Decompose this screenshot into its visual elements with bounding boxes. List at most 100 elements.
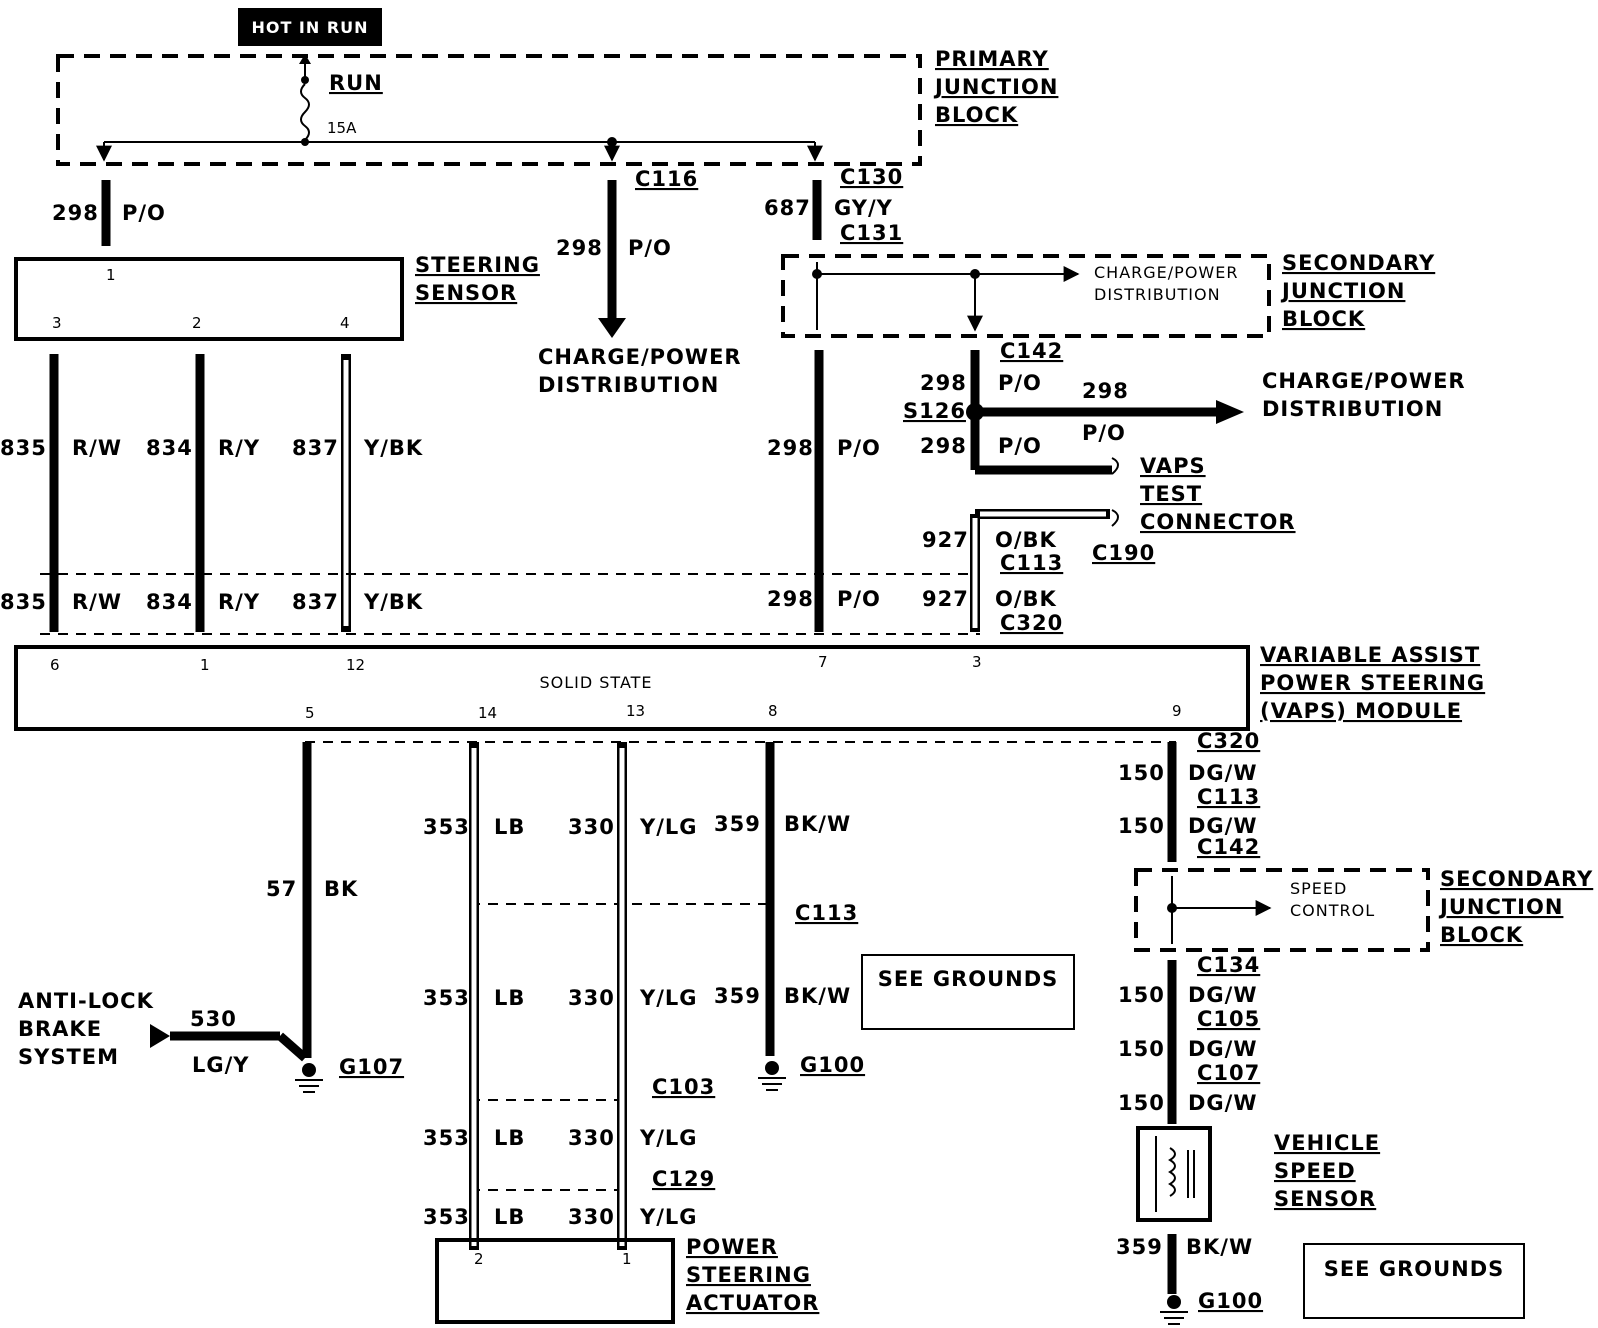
svg-text:C129: C129 <box>652 1167 715 1191</box>
vaps-module: 6 1 12 7 3 SOLID STATE 5 14 13 8 9 VARIA… <box>14 643 1485 731</box>
abs-label-1: ANTI-LOCK <box>18 989 154 1013</box>
svg-text:DISTRIBUTION: DISTRIBUTION <box>1262 397 1443 421</box>
svg-text:O/BK: O/BK <box>995 528 1057 552</box>
svg-text:C116: C116 <box>635 167 698 191</box>
svg-text:7: 7 <box>818 653 828 671</box>
svg-text:C142: C142 <box>1000 339 1063 363</box>
svg-text:687: 687 <box>764 196 811 220</box>
svg-text:298: 298 <box>1082 379 1129 403</box>
wire-359-ground: 359 BK/W C113 359 BK/W G100 <box>714 742 864 1091</box>
vss-label-3: SENSOR <box>1274 1187 1376 1211</box>
wire-298-vaps-pin7: 298 P/O 298 P/O <box>767 350 881 632</box>
svg-text:9: 9 <box>1172 702 1182 720</box>
svg-text:359: 359 <box>714 812 761 836</box>
svg-text:5: 5 <box>305 704 315 722</box>
svg-text:Y/BK: Y/BK <box>363 436 423 460</box>
svg-text:298: 298 <box>767 587 814 611</box>
svg-text:CONNECTOR: CONNECTOR <box>1140 510 1296 534</box>
svg-text:12: 12 <box>346 656 365 674</box>
svg-text:14: 14 <box>478 704 497 722</box>
svg-text:BK/W: BK/W <box>784 812 851 836</box>
secondary-junction-block-bottom: SPEED CONTROL SECONDARY JUNCTION BLOCK <box>1134 867 1593 952</box>
g100-ground-b: G100 <box>1198 1289 1263 1313</box>
vss-label-2: SPEED <box>1274 1159 1356 1183</box>
svg-text:C190: C190 <box>1092 541 1155 565</box>
svg-text:GY/Y: GY/Y <box>834 196 893 220</box>
svg-text:353: 353 <box>423 986 470 1010</box>
wire-330: 330 Y/LG 330 Y/LG 330 Y/LG 330 Y/LG C103… <box>568 742 715 1250</box>
svg-text:DG/W: DG/W <box>1188 1037 1258 1061</box>
vaps-label-2: POWER STEERING <box>1260 671 1485 695</box>
svg-text:BK/W: BK/W <box>784 984 851 1008</box>
g107-ground: G107 <box>339 1055 404 1079</box>
primary-junction-block: RUN 15A PRIMARY JUNCTION BLOCK <box>56 47 1058 166</box>
vaps-test-connector: VAPS TEST CONNECTOR C190 927 O/BK C113 9… <box>922 454 1296 635</box>
svg-text:298: 298 <box>767 436 814 460</box>
svg-text:13: 13 <box>626 702 645 720</box>
svg-text:2: 2 <box>192 314 202 332</box>
svg-text:P/O: P/O <box>837 436 881 460</box>
svg-text:150: 150 <box>1118 814 1165 838</box>
svg-text:P/O: P/O <box>998 371 1042 395</box>
svg-text:O/BK: O/BK <box>995 587 1057 611</box>
power-steering-actuator: 2 1 POWER STEERING ACTUATOR <box>435 1235 818 1324</box>
svg-text:298: 298 <box>556 236 603 260</box>
svg-text:R/W: R/W <box>72 590 122 614</box>
actuator-label-2: STEERING <box>686 1263 811 1287</box>
svg-text:SPEED: SPEED <box>1290 879 1347 898</box>
wire-298-charge-power-center: C116 298 P/O CHARGE/POWER DISTRIBUTION <box>538 167 741 397</box>
svg-text:330: 330 <box>568 1205 615 1229</box>
svg-text:C113: C113 <box>1000 551 1063 575</box>
steering-sensor-label-1: STEERING <box>415 253 540 277</box>
actuator-label-1: POWER <box>686 1235 778 1259</box>
vaps-label-1: VARIABLE ASSIST <box>1260 643 1480 667</box>
svg-text:8: 8 <box>768 702 778 720</box>
svg-text:LB: LB <box>494 1205 525 1229</box>
vaps-label-3: (VAPS) MODULE <box>1260 699 1462 723</box>
secondary-jb-bottom-label-1: SECONDARY <box>1440 867 1593 891</box>
svg-text:BK/W: BK/W <box>1186 1235 1253 1259</box>
hot-in-run-badge: HOT IN RUN <box>238 8 382 46</box>
wire-298-steering-sensor: 298 P/O <box>52 180 166 246</box>
svg-text:330: 330 <box>568 986 615 1010</box>
svg-text:927: 927 <box>922 528 969 552</box>
svg-text:C113: C113 <box>795 901 858 925</box>
svg-text:C134: C134 <box>1197 953 1260 977</box>
run-label: RUN <box>329 71 383 95</box>
svg-text:Y/LG: Y/LG <box>639 1205 698 1229</box>
secondary-jb-top-label-3: BLOCK <box>1282 307 1365 331</box>
wire-298-s126-branch: C142 298 P/O S126 298 P/O 298 P/O CHARGE… <box>903 339 1465 475</box>
svg-text:530: 530 <box>190 1007 237 1031</box>
svg-text:57: 57 <box>266 877 297 901</box>
svg-text:1: 1 <box>106 266 116 284</box>
svg-text:Y/LG: Y/LG <box>639 986 698 1010</box>
see-grounds-box-1: SEE GROUNDS <box>861 954 1075 1030</box>
svg-text:927: 927 <box>922 587 969 611</box>
wire-150: C320 150 DG/W C113 150 DG/W C142 C134 15… <box>1118 729 1260 1124</box>
svg-text:835: 835 <box>0 590 47 614</box>
svg-text:C113: C113 <box>1197 785 1260 809</box>
svg-text:P/O: P/O <box>628 236 672 260</box>
svg-text:C105: C105 <box>1197 1007 1260 1031</box>
svg-text:C320: C320 <box>1197 729 1260 753</box>
svg-text:LG/Y: LG/Y <box>192 1053 250 1077</box>
svg-text:C131: C131 <box>840 221 903 245</box>
wire-353: 353 LB 353 LB 353 LB 353 LB <box>423 742 525 1250</box>
svg-text:C107: C107 <box>1197 1061 1260 1085</box>
see-grounds-box-2: SEE GROUNDS <box>1303 1243 1525 1319</box>
svg-text:P/O: P/O <box>1082 421 1126 445</box>
svg-text:P/O: P/O <box>122 201 166 225</box>
svg-text:DG/W: DG/W <box>1188 983 1258 1007</box>
svg-text:P/O: P/O <box>837 587 881 611</box>
svg-text:LB: LB <box>494 815 525 839</box>
primary-jb-label-2: JUNCTION <box>933 75 1058 99</box>
svg-text:CHARGE/POWER: CHARGE/POWER <box>1094 263 1238 282</box>
wire-57-ground: 57 BK 530 LG/Y G107 ANTI-LOCK BRAKE SYST… <box>18 742 404 1093</box>
svg-text:6: 6 <box>50 656 60 674</box>
svg-text:330: 330 <box>568 1126 615 1150</box>
svg-text:Y/BK: Y/BK <box>363 590 423 614</box>
svg-text:837: 837 <box>292 590 339 614</box>
abs-label-2: BRAKE <box>18 1017 102 1041</box>
svg-text:353: 353 <box>423 1126 470 1150</box>
